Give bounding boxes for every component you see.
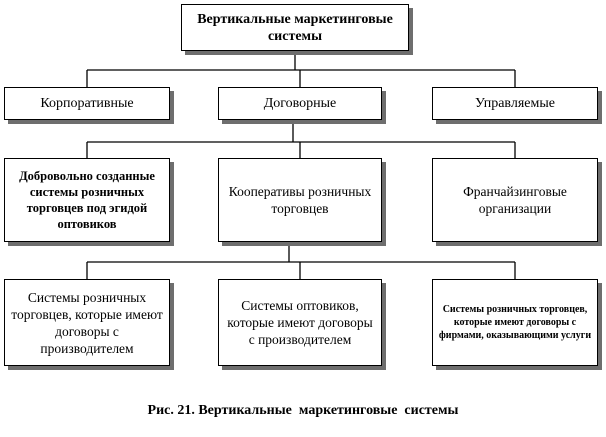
node-retailer-cooperatives-label: Кооперативы розничных торговцев [228,184,372,216]
node-wholesaler-manufacturer-systems-label: Системы оптовиков, которые имеют договор… [227,298,373,347]
node-wholesaler-manufacturer-systems: Системы оптовиков, которые имеют договор… [218,279,382,366]
node-wholesaler-sponsored-chains: Добровольно созданные системы розничных … [4,158,170,242]
root-node-label: Вертикальные маркетинговые системы [197,11,393,44]
node-retailer-service-firm-systems-label: Системы розничных торговцев, которые име… [438,304,592,341]
node-contractual: Договорные [218,87,382,120]
node-retailer-service-firm-systems: Системы розничных торговцев, которые име… [432,279,598,366]
node-administered: Управляемые [432,87,598,120]
node-wholesaler-sponsored-chains-label: Добровольно созданные системы розничных … [19,169,155,231]
node-corporate: Корпоративные [4,87,170,120]
node-contractual-label: Договорные [263,95,337,111]
node-corporate-label: Корпоративные [40,95,134,111]
figure-caption: Рис. 21. Вертикальные маркетинговые сист… [147,403,459,418]
node-retailer-manufacturer-systems-label: Системы розничных торговцев, которые име… [11,289,163,356]
root-node: Вертикальные маркетинговые системы [181,4,409,51]
node-retailer-manufacturer-systems: Системы розничных торговцев, которые име… [4,279,170,366]
node-retailer-cooperatives: Кооперативы розничных торговцев [218,158,382,242]
node-franchise-organizations: Франчайзинговые организации [432,158,598,242]
node-administered-label: Управляемые [475,95,555,111]
node-franchise-organizations-label: Франчайзинговые организации [463,184,567,216]
